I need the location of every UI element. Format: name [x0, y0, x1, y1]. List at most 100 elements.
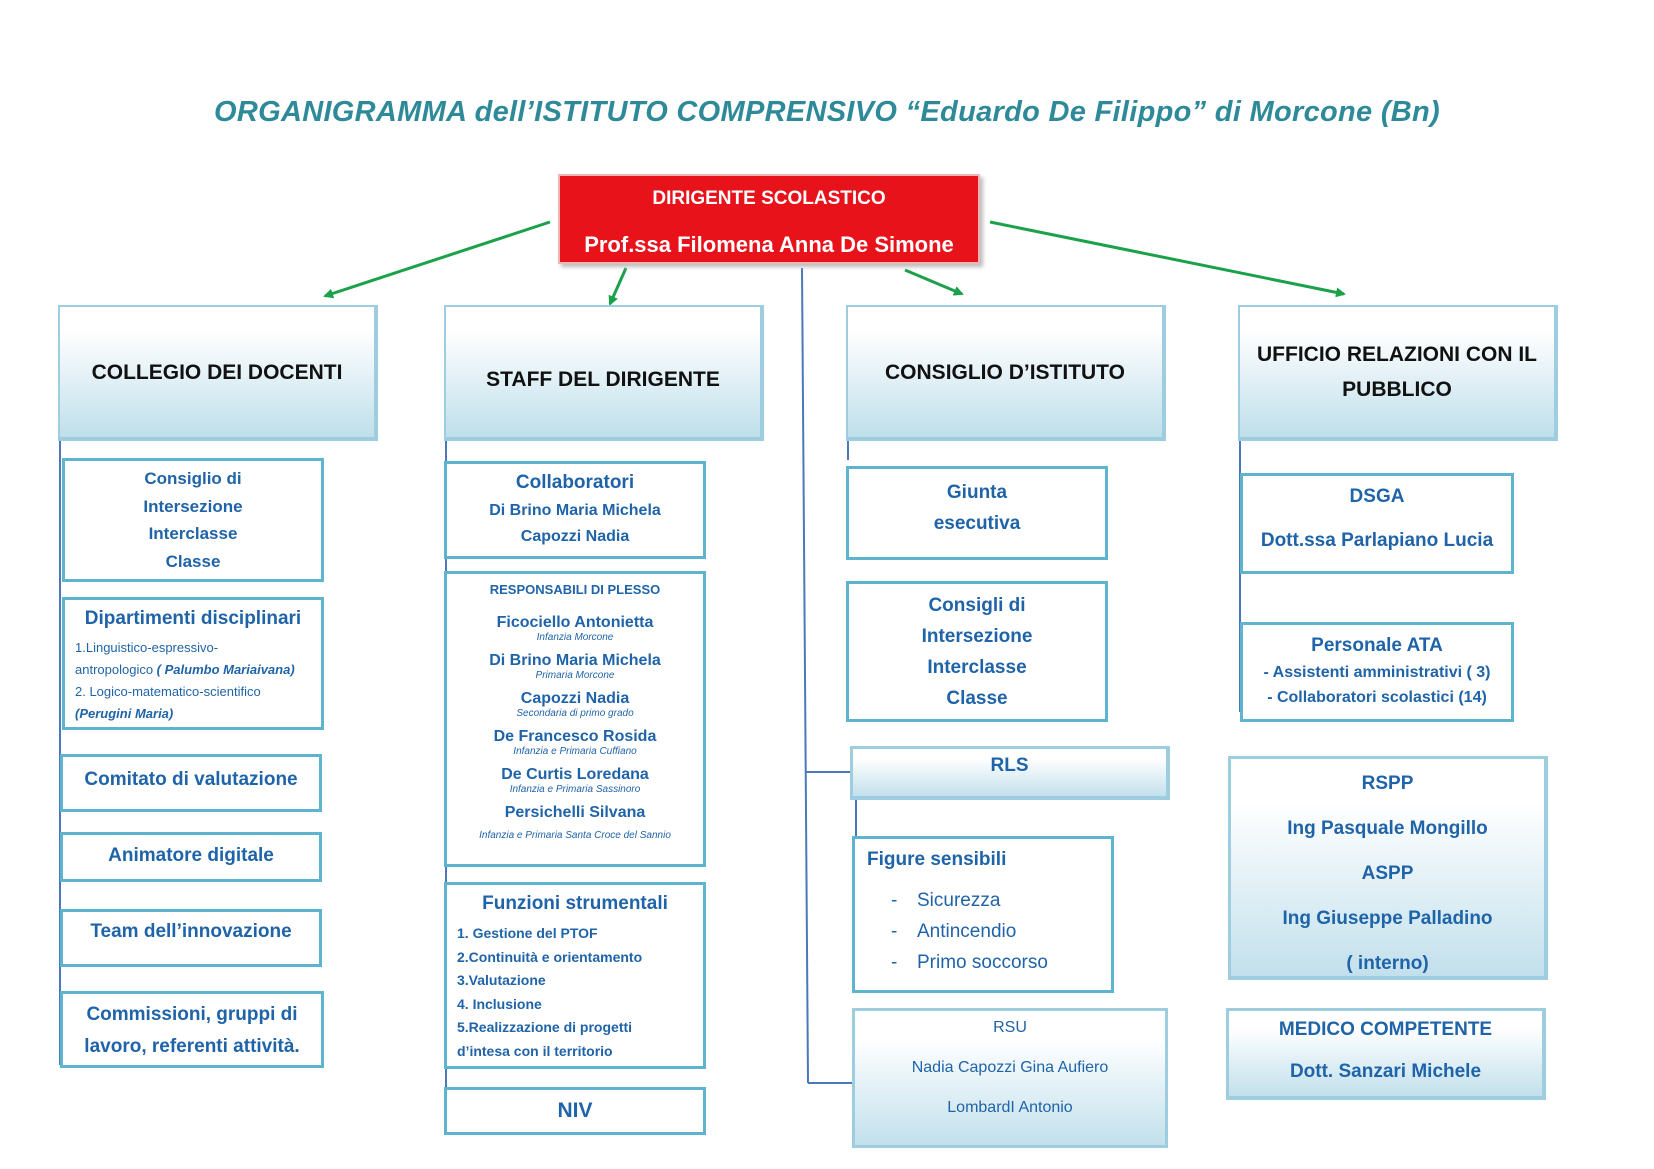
rspp-line: Ing Giuseppe Palladino — [1282, 908, 1493, 929]
ata-title: Personale ATA — [1311, 635, 1443, 656]
team-label: Team dell’innovazione — [90, 921, 292, 942]
responsabile-place: Infanzia e Primaria Cuffiano — [513, 746, 637, 757]
responsabile-name: Capozzi Nadia — [520, 690, 630, 707]
header-staff-label: STAFF DEL DIRIGENTE — [486, 367, 720, 391]
rspp-line: Ing Pasquale Mongillo — [1287, 818, 1488, 839]
dirigente-role: DIRIGENTE SCOLASTICO — [652, 188, 886, 209]
dipartimenti-line: 1.Linguistico-espressivo- — [75, 640, 219, 655]
dsga-box: DSGA Dott.ssa Parlapiano Lucia — [1240, 473, 1514, 574]
figure-item: -Primo soccorso — [891, 952, 1048, 973]
responsabile-name: Persichelli Silvana — [504, 804, 646, 821]
header-collegio: COLLEGIO DEI DOCENTI — [58, 305, 378, 441]
responsabile-place: Infanzia e Primaria Santa Croce del Sann… — [479, 830, 671, 841]
rspp-line: ( interno) — [1346, 953, 1429, 974]
responsabili-title: RESPONSABILI DI PLESSO — [489, 582, 661, 597]
consiglio-line: Interclasse — [148, 524, 238, 543]
consiglio-line: Consiglio di — [144, 469, 242, 488]
header-staff: STAFF DEL DIRIGENTE — [444, 305, 764, 441]
responsabili-box: RESPONSABILI DI PLESSO Ficociello Antoni… — [444, 571, 706, 867]
header-consiglio-label: CONSIGLIO D’ISTITUTO — [885, 360, 1125, 384]
consigli-line: Classe — [946, 688, 1008, 709]
comitato-box: Comitato di valutazione — [60, 754, 322, 812]
comitato-label: Comitato di valutazione — [84, 769, 298, 790]
responsabile-place: Infanzia e Primaria Sassinoro — [509, 784, 641, 795]
header-collegio-label: COLLEGIO DEI DOCENTI — [91, 360, 343, 384]
consiglio-line: Classe — [165, 551, 221, 571]
rsu-line: LombardI Antonio — [947, 1099, 1073, 1116]
dipartimenti-box: Dipartimenti disciplinari 1.Linguistico-… — [62, 597, 324, 730]
consiglio-line: Intersezione — [143, 496, 243, 516]
header-urp-line2: PUBBLICO — [1342, 378, 1452, 401]
consigli-line: Interclasse — [927, 657, 1027, 678]
animatore-box: Animatore digitale — [60, 832, 322, 882]
responsabile-place: Secondaria di primo grado — [516, 708, 634, 719]
dsga-name: Dott.ssa Parlapiano Lucia — [1260, 530, 1494, 551]
dirigente-name: Prof.ssa Filomena Anna De Simone — [584, 232, 954, 257]
responsabile-place: Infanzia Morcone — [536, 632, 614, 643]
funzione-item: d’intesa con il territorio — [457, 1042, 613, 1059]
collaboratori-name: Capozzi Nadia — [520, 528, 630, 545]
dipartimenti-line: antropologico ( Palumbo Mariaivana) — [75, 662, 295, 677]
rspp-line: RSPP — [1361, 773, 1414, 794]
figure-sensibili-box: Figure sensibili -Sicurezza -Antincendio… — [852, 836, 1114, 993]
niv-label: NIV — [557, 1099, 593, 1122]
consigli-line: Consigli di — [928, 595, 1026, 616]
figure-title: Figure sensibili — [867, 849, 1007, 870]
responsabile-place: Primaria Morcone — [535, 670, 615, 681]
rsu-line: Nadia Capozzi Gina Aufiero — [911, 1059, 1109, 1076]
medico-name: Dott. Sanzari Michele — [1289, 1061, 1482, 1082]
giunta-line: esecutiva — [933, 513, 1021, 534]
team-box: Team dell’innovazione — [60, 909, 322, 967]
commissioni-line: Commissioni, gruppi di — [86, 1004, 298, 1025]
giunta-box: Giunta esecutiva — [846, 466, 1108, 560]
medico-title: MEDICO COMPETENTE — [1278, 1019, 1493, 1040]
collaboratori-name: Di Brino Maria Michela — [489, 502, 661, 519]
giunta-line: Giunta — [946, 482, 1008, 503]
arrow-to-collegio — [323, 220, 551, 299]
commissioni-line: lavoro, referenti attività. — [84, 1036, 300, 1057]
rls-box: RLS — [850, 746, 1170, 800]
collaboratori-box: Collaboratori Di Brino Maria Michela Cap… — [444, 461, 706, 559]
header-urp: UFFICIO RELAZIONI CON IL PUBBLICO — [1238, 305, 1558, 441]
funzioni-title: Funzioni strumentali — [482, 893, 668, 914]
funzione-item: 4. Inclusione — [457, 995, 542, 1012]
dipartimenti-line: (Perugini Maria) — [75, 706, 174, 721]
consigli-line: Intersezione — [921, 626, 1033, 647]
page-title: ORGANIGRAMMA dell’ISTITUTO COMPRENSIVO “… — [214, 96, 1440, 128]
rsu-title: RSU — [993, 1019, 1027, 1036]
funzioni-box: Funzioni strumentali 1. Gestione del PTO… — [444, 882, 706, 1069]
consigli-box: Consigli di Intersezione Interclasse Cla… — [846, 581, 1108, 722]
funzione-item: 1. Gestione del PTOF — [457, 925, 598, 941]
dsga-title: DSGA — [1349, 486, 1405, 507]
ata-item: - Assistenti amministrativi ( 3) — [1263, 664, 1491, 681]
header-consiglio: CONSIGLIO D’ISTITUTO — [846, 305, 1166, 441]
arrow-to-staff — [608, 267, 628, 306]
responsabile-name: De Curtis Loredana — [501, 766, 649, 783]
commissioni-box: Commissioni, gruppi di lavoro, referenti… — [60, 991, 324, 1068]
animatore-label: Animatore digitale — [108, 845, 274, 866]
collaboratori-title: Collaboratori — [515, 472, 635, 493]
ata-item: - Collaboratori scolastici (14) — [1267, 689, 1487, 706]
funzione-item: 2.Continuità e orientamento — [457, 948, 643, 965]
header-urp-line1: UFFICIO RELAZIONI CON IL — [1257, 343, 1537, 366]
rspp-line: ASPP — [1361, 863, 1414, 884]
dipartimenti-title: Dipartimenti disciplinari — [84, 608, 302, 629]
arrow-to-urp — [989, 220, 1346, 298]
rspp-box: RSPP Ing Pasquale Mongillo ASPP Ing Gius… — [1228, 756, 1548, 980]
rsu-box: RSU Nadia Capozzi Gina Aufiero LombardI … — [852, 1008, 1168, 1148]
arrow-to-consiglio — [904, 268, 964, 296]
consiglio-intersezione-box: Consiglio di Intersezione Interclasse Cl… — [62, 458, 324, 582]
medico-box: MEDICO COMPETENTE Dott. Sanzari Michele — [1226, 1008, 1546, 1100]
responsabile-name: Ficociello Antonietta — [496, 614, 654, 631]
figure-item: -Sicurezza — [891, 890, 1001, 911]
figure-item: -Antincendio — [891, 921, 1017, 942]
dirigente-box: DIRIGENTE SCOLASTICO Prof.ssa Filomena A… — [558, 174, 980, 264]
responsabile-name: Di Brino Maria Michela — [489, 652, 661, 669]
niv-box: NIV — [444, 1087, 706, 1135]
responsabile-name: De Francesco Rosida — [493, 728, 657, 745]
dipartimenti-line: 2. Logico-matematico-scientifico — [75, 684, 261, 699]
funzione-item: 5.Realizzazione di progetti — [457, 1019, 633, 1035]
ata-box: Personale ATA - Assistenti amministrativ… — [1240, 622, 1514, 722]
rls-label: RLS — [990, 755, 1029, 776]
funzione-item: 3.Valutazione — [457, 972, 546, 988]
